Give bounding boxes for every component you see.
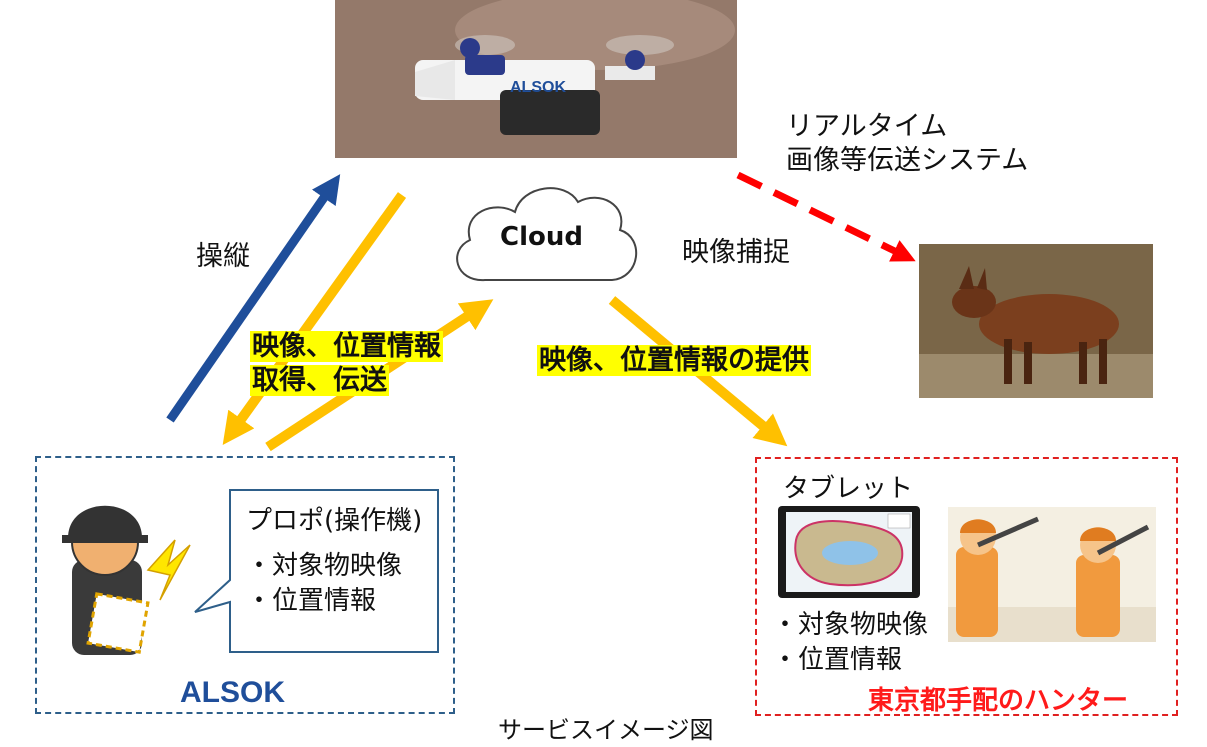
cloud-shape	[456, 187, 638, 282]
provide-label: 映像、位置情報の提供	[537, 344, 811, 378]
drone-photo: ALSOK	[335, 0, 737, 158]
hunter-label: 東京都手配のハンター	[868, 686, 1129, 716]
cloud-label: Cloud	[500, 222, 583, 252]
hunter-item-video: ・対象物映像	[772, 610, 929, 640]
diagram-caption: サービスイメージ図	[498, 716, 714, 744]
deer-illustration	[919, 244, 1153, 398]
acquire-transmit-label: 映像、位置情報 取得、伝送	[250, 330, 443, 398]
acquire-line-2: 取得、伝送	[250, 364, 389, 396]
provide-text: 映像、位置情報の提供	[537, 345, 811, 376]
drone-illustration: ALSOK	[335, 0, 737, 158]
controller-title: プロポ(操作機)	[246, 506, 423, 536]
hunter-item-position: ・位置情報	[772, 645, 903, 676]
control-label: 操縦	[196, 241, 250, 272]
realtime-line-1: リアルタイム	[786, 111, 948, 142]
hunter-box	[755, 457, 1178, 716]
operator-figure	[62, 505, 191, 655]
control-arrow	[166, 174, 341, 423]
realtime-line-2: 画像等伝送システム	[786, 144, 1029, 176]
controller-item-position: ・位置情報	[246, 586, 377, 617]
acquire-line-1: 映像、位置情報	[250, 331, 443, 362]
callout-bubble	[194, 489, 439, 653]
drone-to-deer-arrow	[736, 171, 916, 262]
hunters-illustration	[948, 507, 1156, 642]
alsok-label: ALSOK	[180, 676, 285, 709]
callout-content: プロポ(操作機) ・対象物映像 ・位置情報	[228, 488, 422, 619]
controller-item-video: ・対象物映像	[246, 551, 403, 582]
hunter-items: ・対象物映像 ・位置情報	[772, 608, 928, 678]
tablet-label: タブレット	[783, 474, 914, 504]
deer-photo	[919, 244, 1153, 398]
tablet-screen	[786, 512, 912, 592]
realtime-system-label: リアルタイム 画像等伝送システム	[786, 110, 1028, 178]
alsok-box	[35, 456, 455, 714]
drone-brand-label: ALSOK	[510, 79, 566, 96]
capture-label: 映像捕捉	[682, 237, 790, 268]
